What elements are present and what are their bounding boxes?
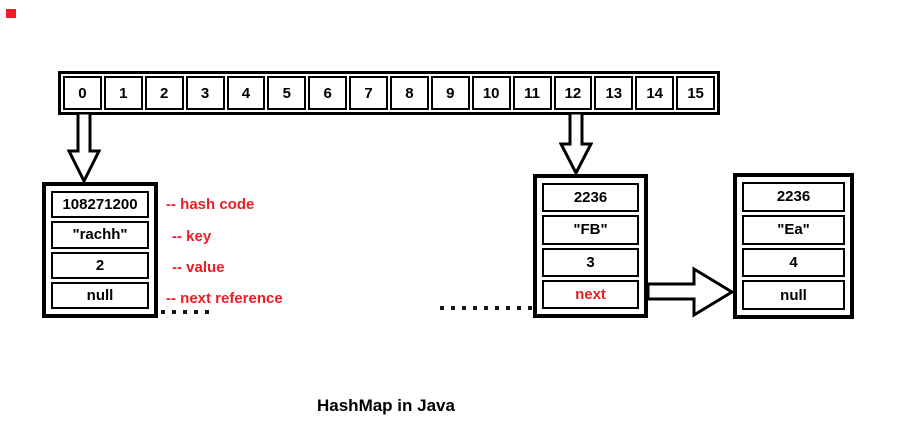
red-marker <box>6 9 16 18</box>
array-cell-13: 13 <box>594 76 634 110</box>
node-row-next: null <box>742 280 845 310</box>
array-cell-1: 1 <box>103 76 143 110</box>
next-pointer-arrow-icon <box>647 266 735 318</box>
array-cell-6: 6 <box>308 76 348 110</box>
down-arrow-bucket0-icon <box>67 112 101 184</box>
array-cell-15: 15 <box>676 76 715 110</box>
array-cell-3: 3 <box>185 76 225 110</box>
label-value: -- value <box>172 259 225 276</box>
array-cell-0: 0 <box>63 76 102 110</box>
node-row-key: "FB" <box>542 215 639 245</box>
array-cell-12: 12 <box>553 76 593 110</box>
ellipsis-dots-left <box>161 310 209 314</box>
array-cell-7: 7 <box>349 76 388 110</box>
node-row-next: next <box>542 279 639 309</box>
array-cell-10: 10 <box>471 76 511 110</box>
node-row-hash: 2236 <box>742 182 845 212</box>
array-cell-2: 2 <box>144 76 184 110</box>
node-row-key: "rachh" <box>51 221 149 249</box>
bucket-array: 0 1 2 3 4 5 6 7 8 9 10 11 12 13 14 15 <box>58 71 720 115</box>
array-cell-4: 4 <box>226 76 266 110</box>
array-cell-14: 14 <box>635 76 675 110</box>
array-cell-5: 5 <box>267 76 307 110</box>
node-row-hash: 108271200 <box>51 191 149 219</box>
ellipsis-dots-middle <box>440 306 532 310</box>
node-row-value: 4 <box>742 247 845 278</box>
node-row-key: "Ea" <box>742 214 845 245</box>
node-bucket12: 2236 "FB" 3 next <box>533 174 648 318</box>
node-row-next: null <box>51 281 149 309</box>
down-arrow-bucket12-icon <box>559 112 593 176</box>
node-chained: 2236 "Ea" 4 null <box>733 173 854 319</box>
node-bucket0: 108271200 "rachh" 2 null <box>42 182 158 318</box>
array-cell-9: 9 <box>430 76 470 110</box>
label-hash-code: -- hash code <box>166 196 255 213</box>
label-key: -- key <box>172 228 212 245</box>
array-cell-8: 8 <box>390 76 429 110</box>
diagram-title: HashMap in Java <box>317 396 455 415</box>
array-cell-11: 11 <box>512 76 552 110</box>
node-row-value: 2 <box>51 251 149 279</box>
label-next-reference: -- next reference <box>166 290 283 307</box>
node-row-value: 3 <box>542 247 639 277</box>
node-row-hash: 2236 <box>542 183 639 213</box>
